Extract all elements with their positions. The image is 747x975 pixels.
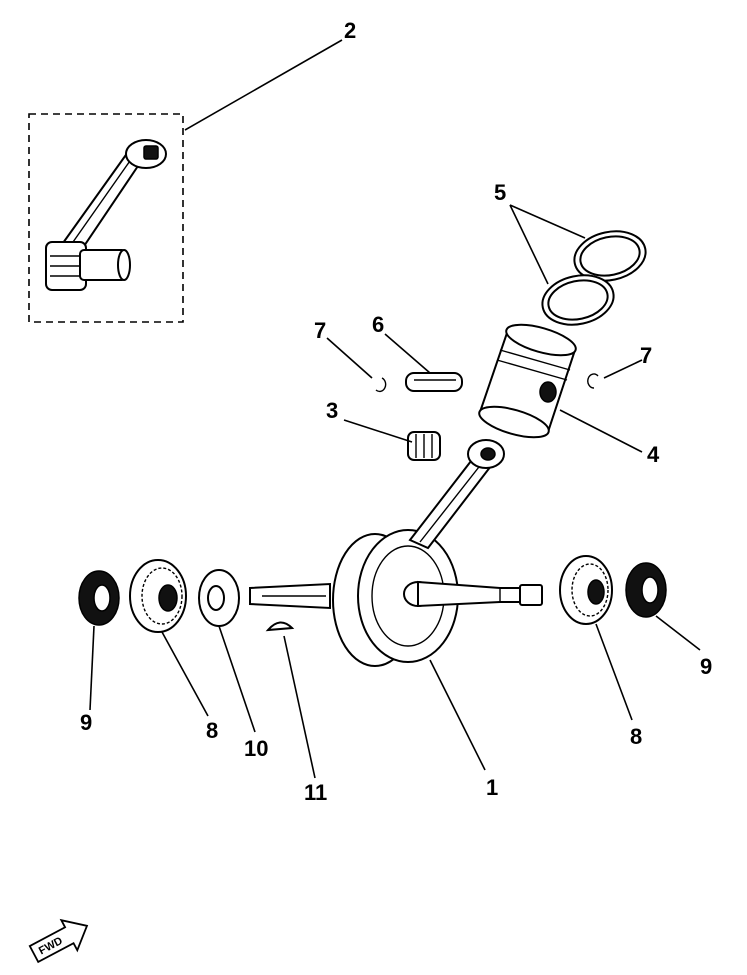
part-labels: 2 5 7 6 7 3 4 9 8 10 11 1 8 9 xyxy=(80,18,712,805)
bearing-right xyxy=(559,555,613,625)
label-washer: 10 xyxy=(244,736,268,761)
label-piston-pin: 6 xyxy=(372,312,384,337)
label-oil-seal-right: 9 xyxy=(700,654,712,679)
piston-pin-clips xyxy=(375,373,599,393)
forward-arrow-marker: FWD xyxy=(28,918,89,964)
leader-lines xyxy=(89,39,701,779)
crankshaft xyxy=(249,529,543,667)
label-woodruff-key: 11 xyxy=(304,780,327,805)
label-clip-right: 7 xyxy=(640,343,652,368)
piston-rings xyxy=(541,230,647,326)
woodruff-key xyxy=(265,621,295,632)
label-clip-left: 7 xyxy=(314,318,326,343)
label-bearing-right: 8 xyxy=(630,724,642,749)
label-crankshaft: 1 xyxy=(486,775,498,800)
oil-seal-right xyxy=(625,562,667,618)
label-oil-seal-left: 9 xyxy=(80,710,92,735)
connecting-rod-set-inset xyxy=(28,113,184,323)
washer xyxy=(198,569,240,627)
label-piston-rings: 5 xyxy=(494,180,506,205)
piston-pin xyxy=(405,372,463,392)
piston xyxy=(478,323,577,439)
label-piston: 4 xyxy=(647,442,660,467)
oil-seal-left xyxy=(78,570,120,626)
bearing-left xyxy=(129,559,187,633)
label-bearing-left: 8 xyxy=(206,718,218,743)
label-connecting-rod-set: 2 xyxy=(344,18,356,43)
small-end-bearing xyxy=(407,431,441,461)
label-small-end-bearing: 3 xyxy=(326,398,338,423)
connecting-rod xyxy=(408,439,505,550)
